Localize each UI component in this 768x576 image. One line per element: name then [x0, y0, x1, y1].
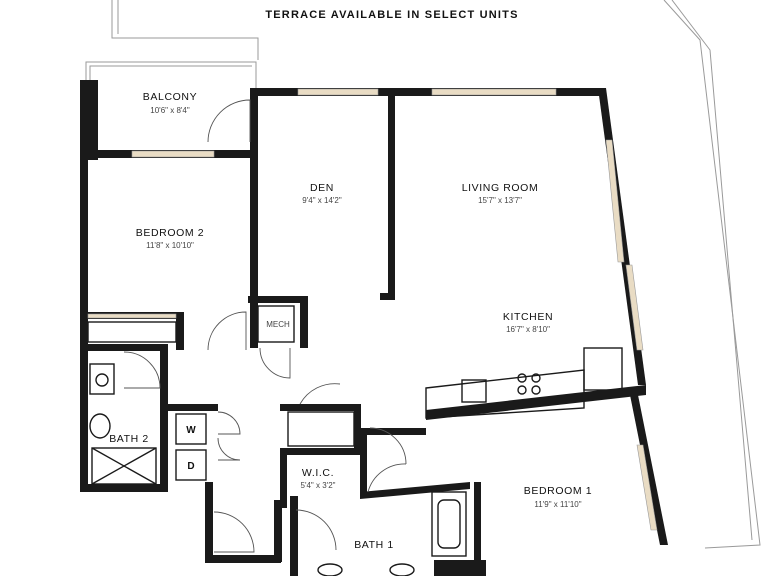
laundry: [175, 413, 207, 481]
exterior-walls: [80, 80, 668, 576]
room-name-wic: W.I.C.: [302, 467, 334, 479]
room-name-den: DEN: [310, 182, 334, 194]
room-dim-den: 9'4" x 14'2": [302, 196, 342, 205]
room-dim-wic: 5'4" x 3'2": [301, 481, 336, 490]
interior-walls: [88, 88, 481, 576]
room-dim-kitchen: 16'7" x 8'10": [506, 325, 550, 334]
washer-label: W: [186, 425, 196, 436]
room-dim-balcony: 10'6" x 8'4": [150, 106, 190, 115]
room-name-living-room: LIVING ROOM: [462, 182, 539, 194]
room-name-bath-1: BATH 1: [354, 539, 394, 551]
room-name-bedroom-2: BEDROOM 2: [136, 227, 204, 239]
terrace-note: TERRACE AVAILABLE IN SELECT UNITS: [265, 9, 518, 21]
balcony-railing: [85, 61, 257, 100]
doors: [123, 99, 407, 553]
windows: [87, 88, 658, 531]
room-name-kitchen: KITCHEN: [503, 311, 553, 323]
room-dim-bedroom-2: 11'8" x 10'10": [146, 241, 194, 250]
room-dim-bedroom-1: 11'9" x 11'10": [534, 500, 581, 509]
room-name-bedroom-1: BEDROOM 1: [524, 485, 592, 497]
room-name-balcony: BALCONY: [143, 91, 197, 103]
dryer-label: D: [187, 461, 194, 472]
bath-2-fixtures: [89, 363, 157, 485]
terrace-outline: [111, 0, 761, 549]
bath-1-fixtures: [317, 491, 467, 576]
room-name-bath-2: BATH 2: [109, 433, 149, 445]
room-dim-living-room: 15'7" x 13'7": [478, 196, 522, 205]
counters: [87, 305, 623, 447]
mech-label: MECH: [266, 320, 290, 329]
